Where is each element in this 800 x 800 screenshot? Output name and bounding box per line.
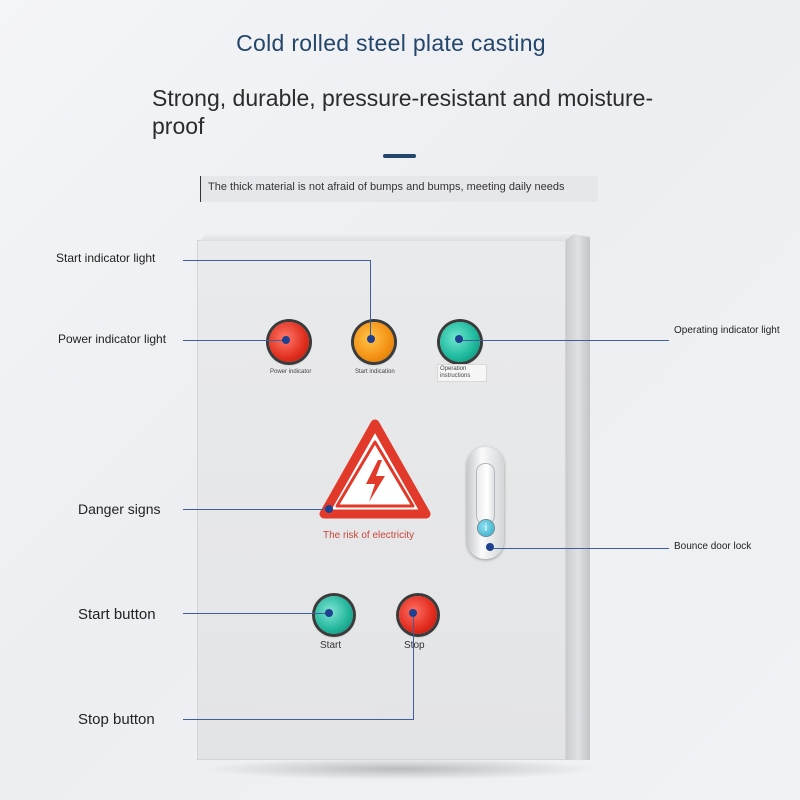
callout-dot-power [282, 336, 290, 344]
cabinet-side [566, 233, 590, 760]
callout-dot-start-button [325, 609, 333, 617]
callout-line-start-indicator-v [370, 260, 371, 338]
callout-line-operating-indicator [461, 340, 669, 341]
callout-danger-signs: Danger signs [78, 501, 161, 517]
callout-stop-button: Stop button [78, 711, 155, 728]
start-button[interactable] [315, 596, 353, 634]
cabinet-top [200, 232, 576, 241]
callout-dot-danger [325, 505, 333, 513]
start-indicator-lamp [354, 322, 394, 362]
callout-start-indicator: Start indicator light [56, 251, 156, 265]
plate-power: Power indicator [270, 369, 312, 375]
start-button-label: Start [320, 640, 342, 651]
callout-line-stop-button [183, 719, 414, 720]
callout-line-start-button [183, 613, 329, 614]
page-subtitle: Strong, durable, pressure-resistant and … [152, 85, 654, 139]
callout-dot-stop-button [409, 609, 417, 617]
callout-dot-operating [455, 335, 463, 343]
callout-bounce-lock: Bounce door lock [674, 541, 752, 552]
note-banner: The thick material is not afraid of bump… [200, 176, 598, 202]
danger-sign-icon [319, 419, 431, 519]
callout-power-indicator: Power indicator light [58, 332, 167, 346]
plate-start: Start indication [355, 369, 395, 375]
plate-operation: Operation instructions [437, 364, 487, 382]
page-title: Cold rolled steel plate casting [236, 30, 546, 56]
callout-dot-lock [486, 543, 494, 551]
callout-line-danger [183, 509, 329, 510]
stop-button-label: Stop [404, 640, 425, 651]
callout-operating-indicator: Operating indicator light [674, 325, 780, 336]
accent-bar [383, 154, 416, 158]
lock-slot [476, 463, 495, 525]
cabinet-shadow [200, 758, 600, 780]
callout-start-button: Start button [78, 606, 156, 623]
callout-line-power-indicator [183, 340, 286, 341]
lock-key-icon: i [478, 520, 494, 536]
danger-text: The risk of electricity [323, 530, 415, 541]
callout-line-bounce-lock [491, 548, 669, 549]
callout-line-start-indicator [183, 260, 371, 261]
stop-button[interactable] [399, 596, 437, 634]
callout-line-stop-button-v [413, 614, 414, 720]
callout-dot-start-indicator [367, 335, 375, 343]
